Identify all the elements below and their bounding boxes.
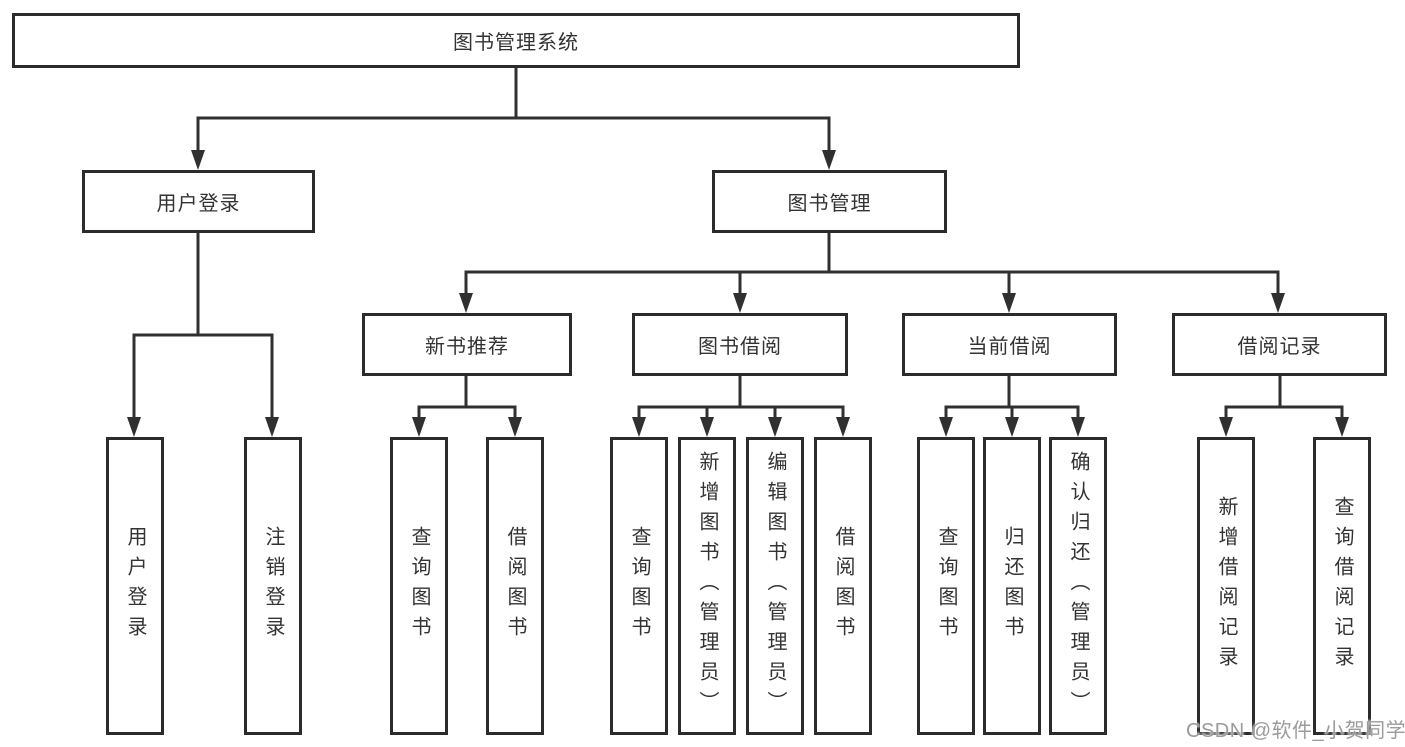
arrowhead-book-borrow bbox=[733, 293, 747, 313]
node-book-management-label: 图书管理 bbox=[787, 193, 872, 215]
leaf-bb-search-book: 查询图书 bbox=[610, 437, 668, 735]
leaf-bb-edit-book-admin: 编辑图书（管理员） bbox=[746, 437, 804, 735]
leaf-bb-add-book-admin: 新增图书（管理员） bbox=[678, 437, 736, 735]
arrowhead-cb-leaf2 bbox=[1005, 417, 1019, 437]
leaf-nb-search-book-label: 查询图书 bbox=[408, 526, 430, 646]
arrowhead-borrow-record bbox=[1271, 293, 1285, 313]
leaf-user-login-label: 用户登录 bbox=[124, 526, 146, 646]
leaf-user-login: 用户登录 bbox=[106, 437, 164, 735]
arrowhead-bb-leaf3 bbox=[768, 417, 782, 437]
arrowhead-br-leaf2 bbox=[1335, 417, 1349, 437]
arrowhead-logout-leaf bbox=[265, 417, 279, 437]
leaf-nb-borrow-book-label: 借阅图书 bbox=[504, 526, 526, 646]
leaf-cb-return-book: 归还图书 bbox=[983, 437, 1041, 735]
leaf-bb-borrow-book-label: 借阅图书 bbox=[832, 526, 854, 646]
arrowhead-bb-leaf2 bbox=[700, 417, 714, 437]
leaf-cb-confirm-return-admin: 确认归还（管理员） bbox=[1049, 437, 1107, 735]
arrowhead-cb-leaf1 bbox=[939, 417, 953, 437]
node-user-login: 用户登录 bbox=[82, 170, 315, 233]
leaf-cb-confirm-return-admin-label: 确认归还（管理员） bbox=[1067, 451, 1089, 721]
arrowhead-nb-leaf2 bbox=[508, 417, 522, 437]
node-new-book-recommend: 新书推荐 bbox=[362, 313, 572, 376]
node-book-borrow: 图书借阅 bbox=[632, 313, 848, 376]
node-borrow-record-label: 借阅记录 bbox=[1237, 336, 1322, 358]
node-user-login-label: 用户登录 bbox=[156, 193, 241, 215]
node-root-label: 图书管理系统 bbox=[453, 32, 579, 54]
node-book-management: 图书管理 bbox=[712, 170, 947, 233]
leaf-bb-edit-book-admin-label: 编辑图书（管理员） bbox=[764, 451, 786, 721]
arrowhead-new-book bbox=[459, 293, 473, 313]
arrowhead-bb-leaf1 bbox=[632, 417, 646, 437]
node-borrow-record: 借阅记录 bbox=[1172, 313, 1387, 376]
leaf-br-search-record-label: 查询借阅记录 bbox=[1331, 496, 1353, 676]
arrowhead-nb-leaf1 bbox=[412, 417, 426, 437]
leaf-cb-search-book: 查询图书 bbox=[917, 437, 975, 735]
leaf-bb-add-book-admin-label: 新增图书（管理员） bbox=[696, 451, 718, 721]
leaf-cb-return-book-label: 归还图书 bbox=[1001, 526, 1023, 646]
leaf-br-search-record: 查询借阅记录 bbox=[1313, 437, 1371, 735]
leaf-bb-borrow-book: 借阅图书 bbox=[814, 437, 872, 735]
arrowhead-book-management bbox=[822, 150, 836, 170]
leaf-logout-label: 注销登录 bbox=[262, 526, 284, 646]
leaf-br-add-record: 新增借阅记录 bbox=[1197, 437, 1255, 735]
leaf-logout: 注销登录 bbox=[244, 437, 302, 735]
leaf-bb-search-book-label: 查询图书 bbox=[628, 526, 650, 646]
arrowhead-current-borrow bbox=[1002, 293, 1016, 313]
leaf-nb-search-book: 查询图书 bbox=[390, 437, 448, 735]
arrowhead-br-leaf1 bbox=[1219, 417, 1233, 437]
node-root: 图书管理系统 bbox=[12, 13, 1020, 68]
node-current-borrow-label: 当前借阅 bbox=[967, 336, 1052, 358]
arrowhead-bb-leaf4 bbox=[836, 417, 850, 437]
csdn-watermark: CSDN @软件_小贺同学 bbox=[1186, 720, 1405, 742]
leaf-nb-borrow-book: 借阅图书 bbox=[486, 437, 544, 735]
leaf-br-add-record-label: 新增借阅记录 bbox=[1215, 496, 1237, 676]
arrowhead-cb-leaf3 bbox=[1071, 417, 1085, 437]
node-new-book-recommend-label: 新书推荐 bbox=[425, 336, 509, 358]
node-current-borrow: 当前借阅 bbox=[902, 313, 1117, 376]
node-book-borrow-label: 图书借阅 bbox=[698, 336, 782, 358]
leaf-cb-search-book-label: 查询图书 bbox=[935, 526, 957, 646]
arrowhead-user-login bbox=[191, 150, 205, 170]
arrowhead-login-leaf bbox=[127, 417, 141, 437]
